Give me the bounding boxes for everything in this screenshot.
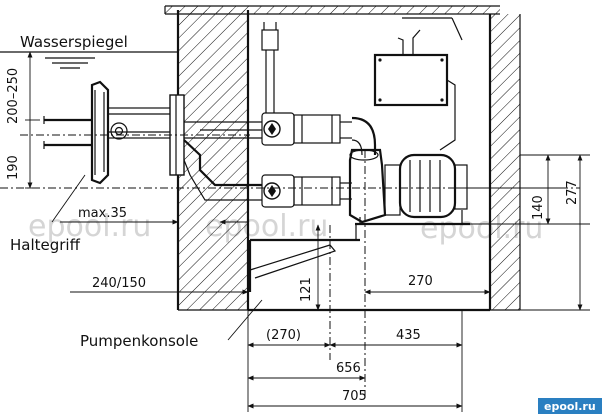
dim-max-35: max.35 (78, 206, 127, 221)
site-badge-text: epool.ru (544, 400, 596, 413)
pool-wall (176, 10, 250, 311)
dim-435: 435 (396, 328, 421, 343)
air-tube (261, 22, 279, 113)
top-slab (164, 5, 500, 15)
bottom-dimensions (247, 310, 463, 412)
dim-705: 705 (342, 389, 367, 404)
bracket-label: Pumpenkonsole (80, 332, 198, 350)
bracket-leader (227, 299, 263, 341)
handle-leader (51, 174, 86, 223)
water-level (0, 51, 178, 69)
water-level-label: Wasserspiegel (20, 33, 128, 51)
dim-140: 140 (531, 195, 546, 220)
watermark-1: epool.ru (28, 209, 151, 244)
nozzle-assembly (43, 80, 185, 185)
dim-240-150: 240/150 (92, 276, 146, 291)
handle-label: Haltegriff (10, 236, 81, 254)
right-dimensions (452, 154, 590, 311)
dim-270: 270 (408, 274, 433, 289)
site-badge: epool.ru (538, 398, 602, 414)
pump (348, 148, 470, 226)
pump-bracket (248, 224, 360, 292)
dim-121: 121 (299, 277, 314, 302)
dim-190: 190 (6, 155, 21, 180)
dim-270-paren: (270) (266, 328, 301, 343)
dim-200-250: 200–250 (6, 68, 21, 124)
upper-pipe (184, 112, 377, 156)
dim-277: 277 (565, 180, 580, 205)
right-wall (488, 14, 521, 311)
left-dimensions (25, 51, 40, 189)
dim-656: 656 (336, 361, 361, 376)
control-box (373, 17, 463, 151)
